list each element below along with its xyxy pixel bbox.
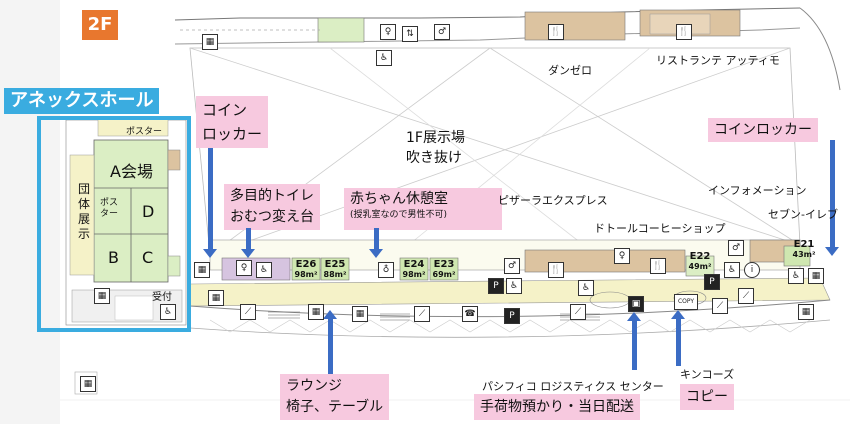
kinkos-label: キンコーズ — [680, 368, 735, 381]
restaurant-icon: 🍴 — [650, 258, 666, 274]
restroom-icon: ♀ — [614, 248, 630, 264]
annex-poster-top: ポスター — [126, 127, 163, 137]
wheelchair-icon: ♿ — [788, 268, 804, 284]
arrow-copy — [671, 310, 685, 366]
danzero-label: ダンゼロ — [548, 64, 592, 77]
escalator-icon: ⟋ — [240, 304, 256, 320]
copy-callout: コピー — [680, 384, 734, 410]
escalator-icon: ⟋ — [414, 306, 430, 322]
information-label: インフォメーション — [708, 184, 807, 197]
wheelchair-icon: ♿ — [160, 304, 176, 320]
reception-label: 受付 — [152, 292, 172, 303]
coin-locker-icon: ▦ — [352, 306, 368, 322]
room-code: E24 — [403, 259, 425, 270]
coin-locker-icon: ▦ — [94, 288, 110, 304]
ristorante-label: リストランテ アッティモ — [656, 54, 780, 67]
room-e22: E22 49m² — [686, 252, 714, 272]
hall-d-label: D — [142, 202, 155, 221]
room-area: 98m² — [402, 270, 426, 279]
room-area: 43m² — [792, 250, 816, 259]
baby-room-callout: 赤ちゃん休憩室 (授乳室なので男性不可) — [344, 188, 502, 230]
arrow-coin-locker-right — [825, 140, 839, 256]
baby-room-note: (授乳室なので男性不可) — [350, 210, 448, 220]
escalator-icon: ⟋ — [738, 288, 754, 304]
atrium-label: 1F展示場 吹き抜け — [406, 130, 465, 166]
room-code: E23 — [433, 259, 455, 270]
coin-locker-icon: ▦ — [194, 262, 210, 278]
arrow-multipurpose-toilet — [241, 228, 255, 258]
room-e24: E24 98m² — [400, 260, 428, 280]
room-e21: E21 43m² — [790, 240, 818, 260]
arrow-baby-room — [369, 228, 383, 258]
escalator-icon: ⟋ — [712, 298, 728, 314]
wheelchair-icon: ♿ — [256, 262, 272, 278]
escalator-icon: ⟋ — [570, 304, 586, 320]
coin-locker-icon: ▦ — [80, 376, 96, 392]
hall-a-label: A会場 — [110, 162, 153, 181]
arrow-coin-locker-left — [203, 148, 217, 258]
lounge-callout: ラウンジ 椅子、テーブル — [280, 374, 390, 420]
pacifico-label: パシフィコ ロジスティクス センター — [482, 380, 664, 393]
baggage-icon: ▣ — [628, 296, 644, 312]
restroom-icon: ♀ — [236, 260, 252, 276]
coin-locker-icon: ▦ — [798, 304, 814, 320]
seven-eleven-label: セブン-イレブ — [768, 208, 838, 221]
coin-locker-icon: ▦ — [308, 304, 324, 320]
coin-locker-icon: ▦ — [202, 34, 218, 50]
parking-icon: P — [488, 278, 504, 294]
room-code: E22 — [689, 251, 711, 262]
coin-locker-icon: ▦ — [208, 290, 224, 306]
elevator-icon: ⇅ — [402, 26, 418, 42]
floor-badge: 2F — [82, 10, 118, 40]
room-code: E26 — [295, 259, 317, 270]
wheelchair-icon: ♿ — [724, 262, 740, 278]
parking-icon: P — [704, 274, 720, 290]
pizza-label: ピザーラエクスプレス — [498, 194, 608, 207]
restroom-icon: ♀ — [380, 24, 396, 40]
restaurant-icon: 🍴 — [548, 262, 564, 278]
restaurant-icon: 🍴 — [548, 24, 564, 40]
coin-locker-right-callout: コインロッカー — [708, 118, 818, 142]
arrow-lounge — [323, 310, 337, 374]
restroom-icon: ♂ — [504, 258, 520, 274]
room-code: E25 — [324, 259, 346, 270]
room-area: 98m² — [294, 270, 318, 279]
coin-locker-icon: ▦ — [808, 268, 824, 284]
restaurant-icon: 🍴 — [676, 24, 692, 40]
hall-b-label: B — [108, 248, 119, 267]
room-e23: E23 69m² — [430, 260, 458, 280]
annex-hall-title: アネックスホール — [4, 88, 160, 114]
annex-poster-side: ポスター — [100, 198, 119, 219]
restroom-icon: ♂ — [434, 24, 450, 40]
arrow-baggage — [627, 312, 641, 370]
parking-icon: P — [504, 308, 520, 324]
room-area: 88m² — [323, 270, 347, 279]
hall-c-label: C — [142, 248, 154, 267]
wheelchair-icon: ♿ — [376, 50, 392, 66]
wheelchair-icon: ♿ — [506, 278, 522, 294]
group-display-label: 団体展示 — [78, 182, 91, 241]
multipurpose-toilet-callout: 多目的トイレ おむつ変え台 — [224, 184, 320, 230]
restroom-icon: ♂ — [728, 240, 744, 256]
room-code: E21 — [793, 239, 815, 250]
room-e26: E26 98m² — [292, 260, 320, 280]
copy-icon: COPY — [674, 294, 698, 310]
coin-locker-left-callout: コイン ロッカー — [196, 96, 269, 148]
doutor-label: ドトールコーヒーショップ — [594, 222, 726, 235]
baby-room-title: 赤ちゃん休憩室 — [350, 191, 448, 207]
baby-bottle-icon: ♁ — [378, 262, 394, 278]
information-icon: i — [744, 262, 760, 278]
room-area: 49m² — [688, 262, 712, 271]
telephone-icon: ☎ — [462, 306, 478, 322]
annex-hall-frame — [37, 116, 191, 332]
wheelchair-icon: ♿ — [578, 280, 594, 296]
baggage-callout: 手荷物預かり・当日配送 — [474, 394, 640, 420]
room-e25: E25 88m² — [321, 260, 349, 280]
room-area: 69m² — [432, 270, 456, 279]
